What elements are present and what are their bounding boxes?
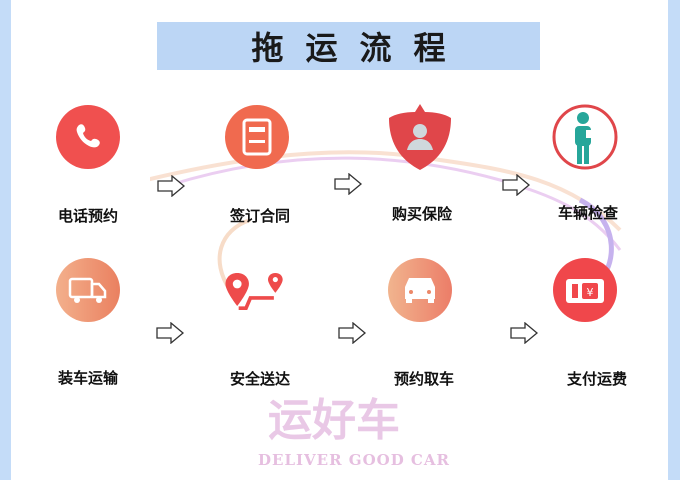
arrow-right-icon: [334, 173, 363, 195]
step-label: 签订合同: [229, 207, 290, 225]
shield-user-icon: [387, 104, 453, 170]
ticket-yuan-icon: ¥: [552, 257, 618, 323]
page-title: 拖运流程: [251, 29, 468, 67]
arrow-right-icon: [338, 322, 367, 344]
car-icon: [387, 257, 453, 323]
step-label: 装车运输: [57, 369, 118, 387]
svg-text:¥: ¥: [587, 286, 594, 299]
step-phone: [28, 104, 148, 170]
title-banner: 拖运流程: [157, 22, 540, 70]
watermark-logo-subtext: DELIVER GOOD CAR: [258, 451, 450, 469]
truck-icon: [55, 257, 121, 323]
step-pickup: [360, 257, 480, 323]
inspector-icon: [552, 104, 618, 170]
step-inspection: [525, 104, 645, 170]
arrow-right-icon: [502, 174, 531, 196]
step-label: 预约取车: [393, 370, 454, 388]
step-truck: [28, 257, 148, 323]
step-contract: [197, 104, 317, 170]
step-label: 车辆检查: [557, 204, 618, 222]
step-label: 安全送达: [229, 370, 290, 388]
route-pin-icon: [224, 262, 290, 328]
step-payment: ¥: [525, 257, 645, 323]
arrow-right-icon: [156, 322, 185, 344]
arrow-right-icon: [157, 175, 186, 197]
watermark-logo-text: 运好车: [268, 395, 400, 446]
phone-icon: [55, 104, 121, 170]
contract-icon: [224, 104, 290, 170]
step-delivery: [197, 262, 317, 328]
step-insurance: [360, 104, 480, 170]
step-label: 购买保险: [391, 205, 452, 223]
step-label: 支付运费: [566, 370, 627, 388]
arrow-right-icon: [510, 322, 539, 344]
step-label: 电话预约: [57, 207, 118, 225]
